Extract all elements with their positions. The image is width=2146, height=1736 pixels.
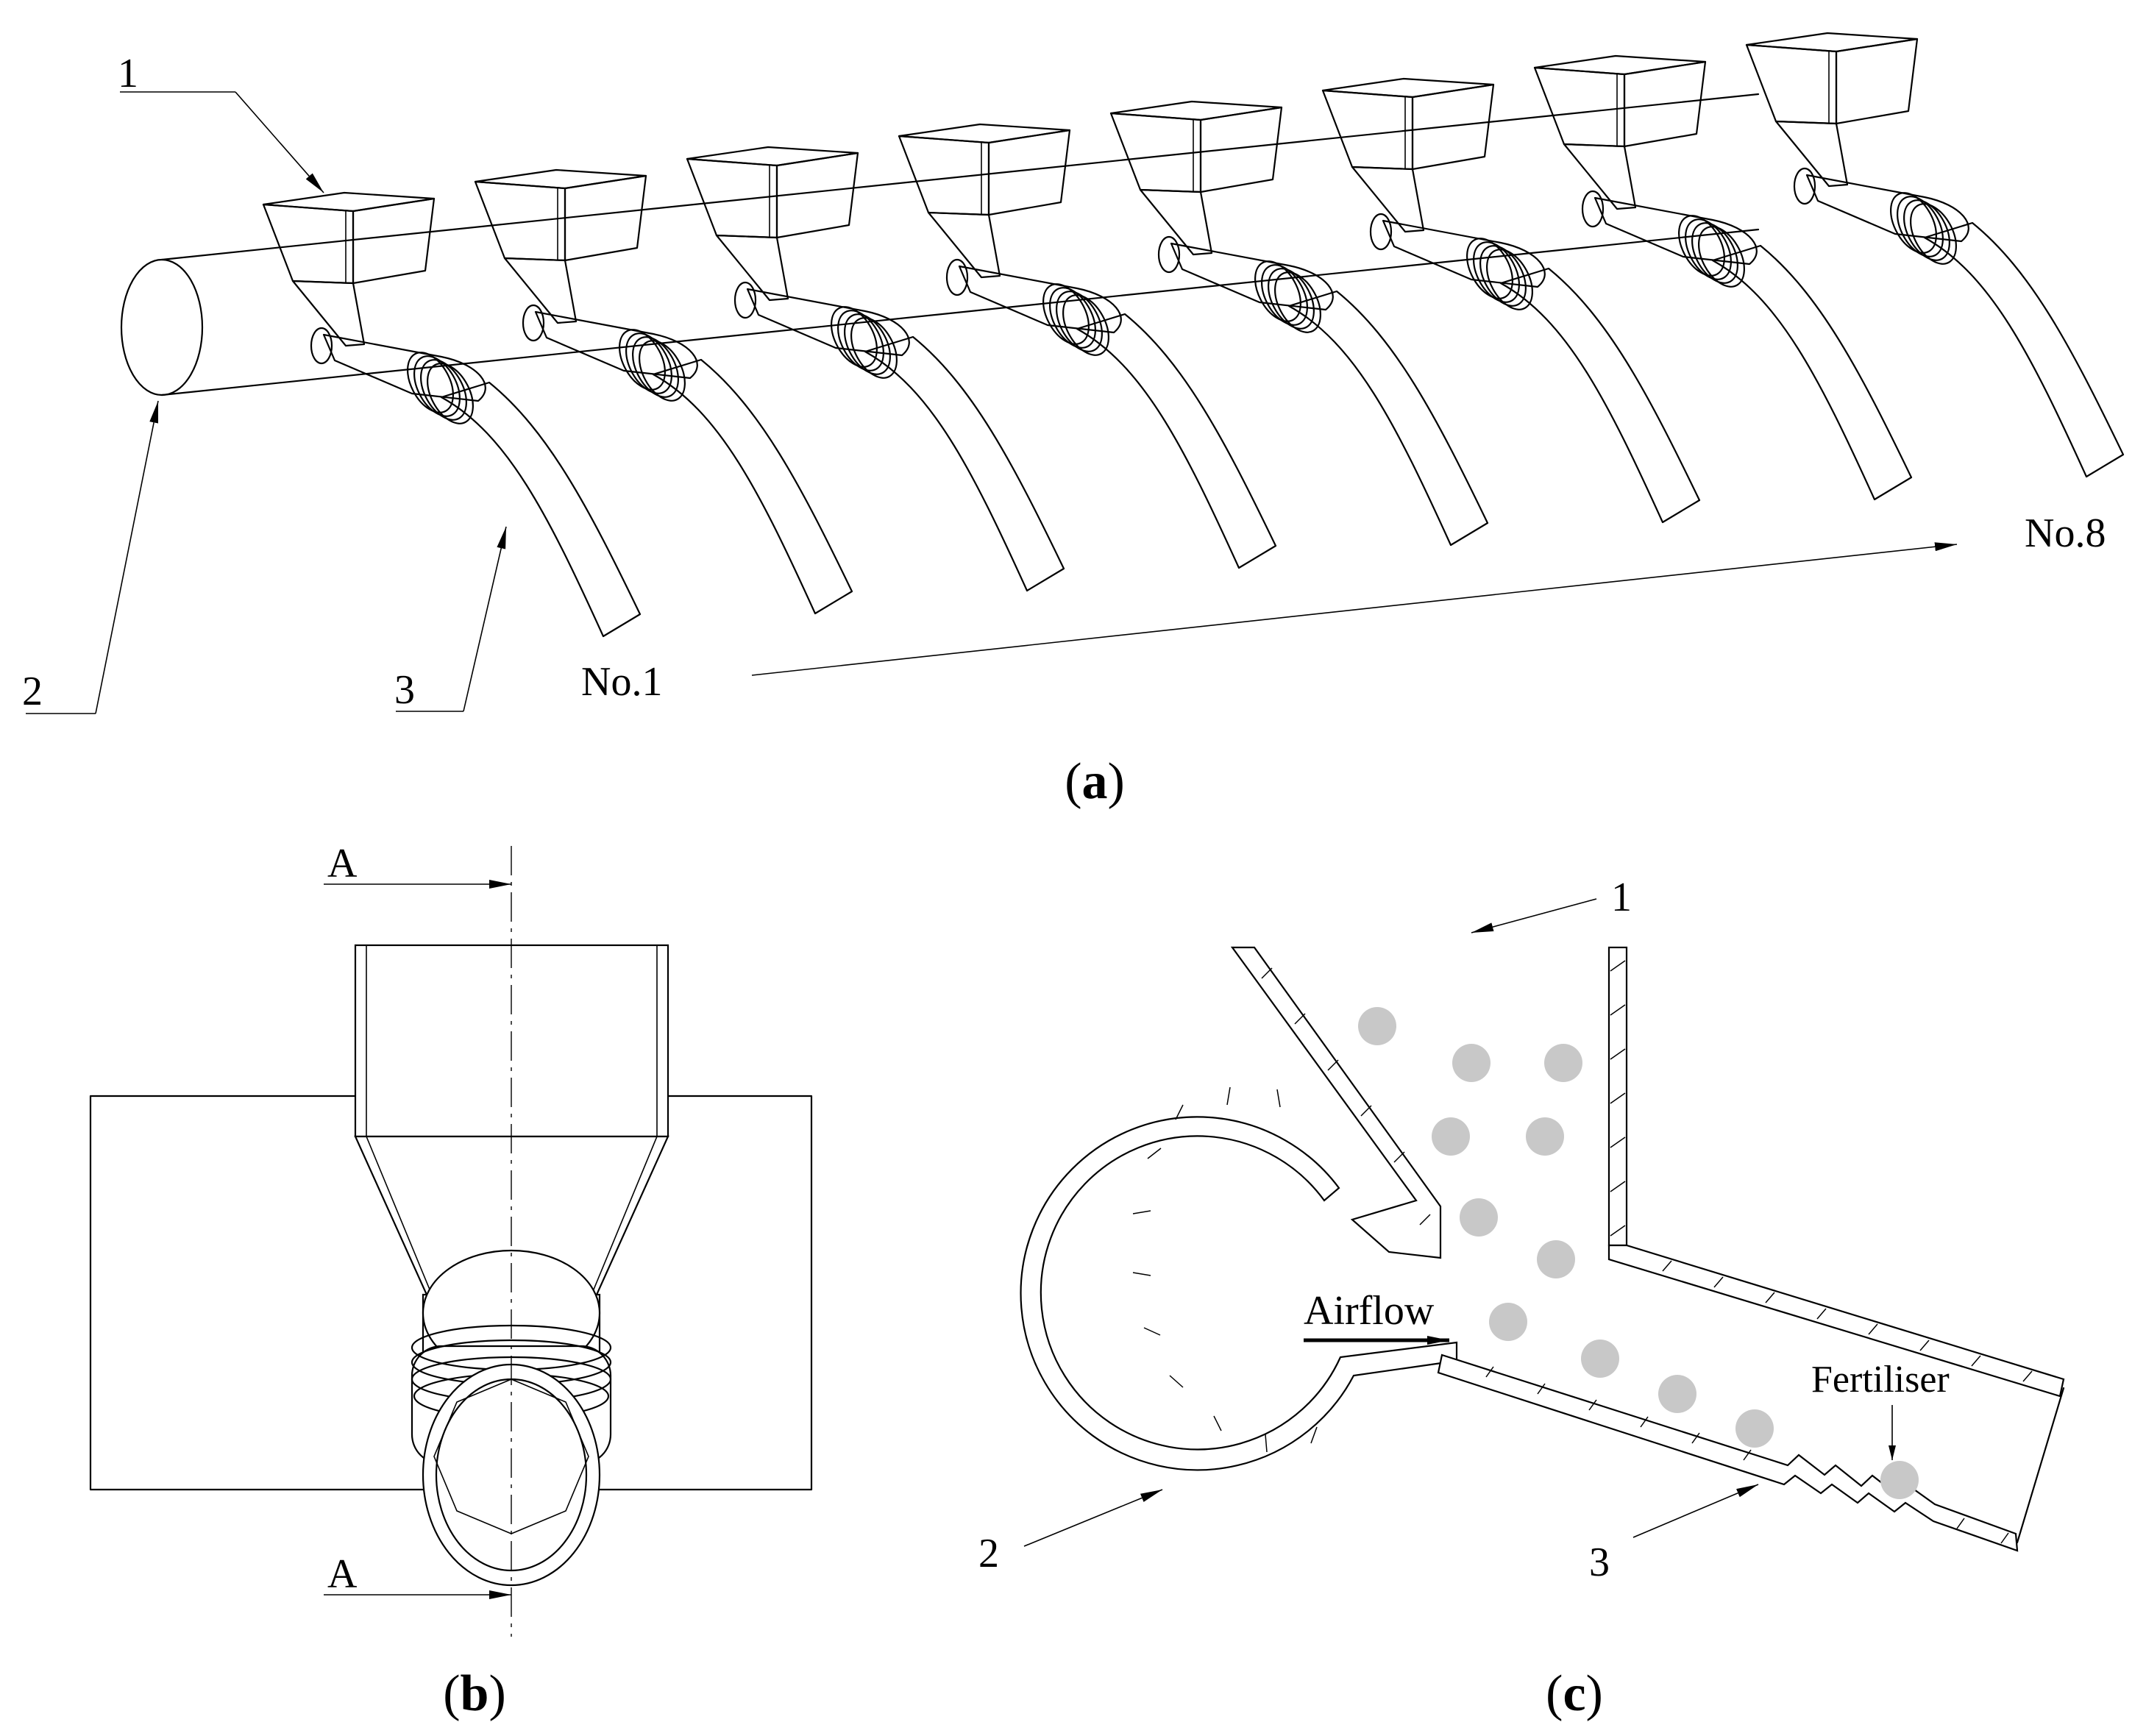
callout-1-a: 1 xyxy=(118,51,324,193)
fertiliser-particle xyxy=(1735,1409,1774,1448)
metering-unit xyxy=(686,146,1065,592)
metering-unit xyxy=(1745,32,2125,478)
metering-unit xyxy=(1109,100,1489,547)
callout-3-c: 3 xyxy=(1589,1484,1759,1585)
fertiliser-particle xyxy=(1489,1303,1527,1341)
manifold-pipe xyxy=(120,93,1760,396)
fertiliser-particle xyxy=(1537,1240,1575,1278)
fertiliser-particle xyxy=(1880,1461,1919,1499)
panel-a: 1 2 3 No.1 No.8 (a) xyxy=(22,32,2125,810)
fertiliser-particle xyxy=(1526,1117,1564,1156)
metering-unit xyxy=(262,191,642,638)
metering-unit xyxy=(474,168,853,615)
section-bottom-label: A xyxy=(327,1551,358,1597)
caption-b: (b) xyxy=(443,1665,506,1722)
callout-2-label-c: 2 xyxy=(978,1531,999,1576)
fertiliser-particle xyxy=(1452,1044,1491,1082)
fertiliser-callout: Fertiliser xyxy=(1811,1359,1950,1460)
last-outlet-label: No.8 xyxy=(2025,511,2106,556)
hatch-lines xyxy=(1132,960,2033,1544)
first-outlet-label: No.1 xyxy=(581,659,662,705)
section-top-label: A xyxy=(327,841,358,886)
fertiliser-particles xyxy=(1358,1007,1919,1499)
metering-units xyxy=(262,32,2125,638)
metering-unit xyxy=(1533,54,1913,501)
panel-b: A A (b) xyxy=(89,841,813,1722)
fertiliser-particle xyxy=(1358,1007,1396,1045)
section-arrow-bottom: A xyxy=(324,1551,511,1599)
metering-unit xyxy=(898,123,1277,569)
callout-3-label-a: 3 xyxy=(394,667,415,713)
callout-3-a: 3 xyxy=(394,526,507,713)
airflow-label: Airflow xyxy=(1304,1288,1435,1334)
caption-a: (a) xyxy=(1065,753,1125,810)
fertiliser-particle xyxy=(1581,1340,1619,1378)
fertiliser-particle xyxy=(1432,1117,1470,1156)
airflow-arrow: Airflow xyxy=(1304,1288,1449,1345)
outlet-numbering: No.1 No.8 xyxy=(581,511,2106,705)
callout-1-c: 1 xyxy=(1471,875,1632,933)
fertiliser-label: Fertiliser xyxy=(1811,1359,1950,1401)
fertiliser-particle xyxy=(1544,1044,1582,1082)
callout-2-label-a: 2 xyxy=(22,669,43,714)
fertiliser-particle xyxy=(1658,1375,1696,1413)
panel-c: Airflow Fertiliser 1 2 3 (c) xyxy=(978,875,2065,1722)
section-walls xyxy=(1020,946,2065,1552)
metering-unit xyxy=(1321,77,1701,524)
caption-c: (c) xyxy=(1546,1665,1603,1722)
callout-3-label-c: 3 xyxy=(1589,1540,1610,1585)
callout-2-c: 2 xyxy=(978,1489,1163,1576)
callout-1-label-a: 1 xyxy=(118,51,138,96)
section-arrow-top: A xyxy=(324,841,511,889)
callout-1-label-c: 1 xyxy=(1611,875,1632,920)
callout-2-a: 2 xyxy=(22,400,159,714)
fertiliser-particle xyxy=(1460,1198,1498,1237)
